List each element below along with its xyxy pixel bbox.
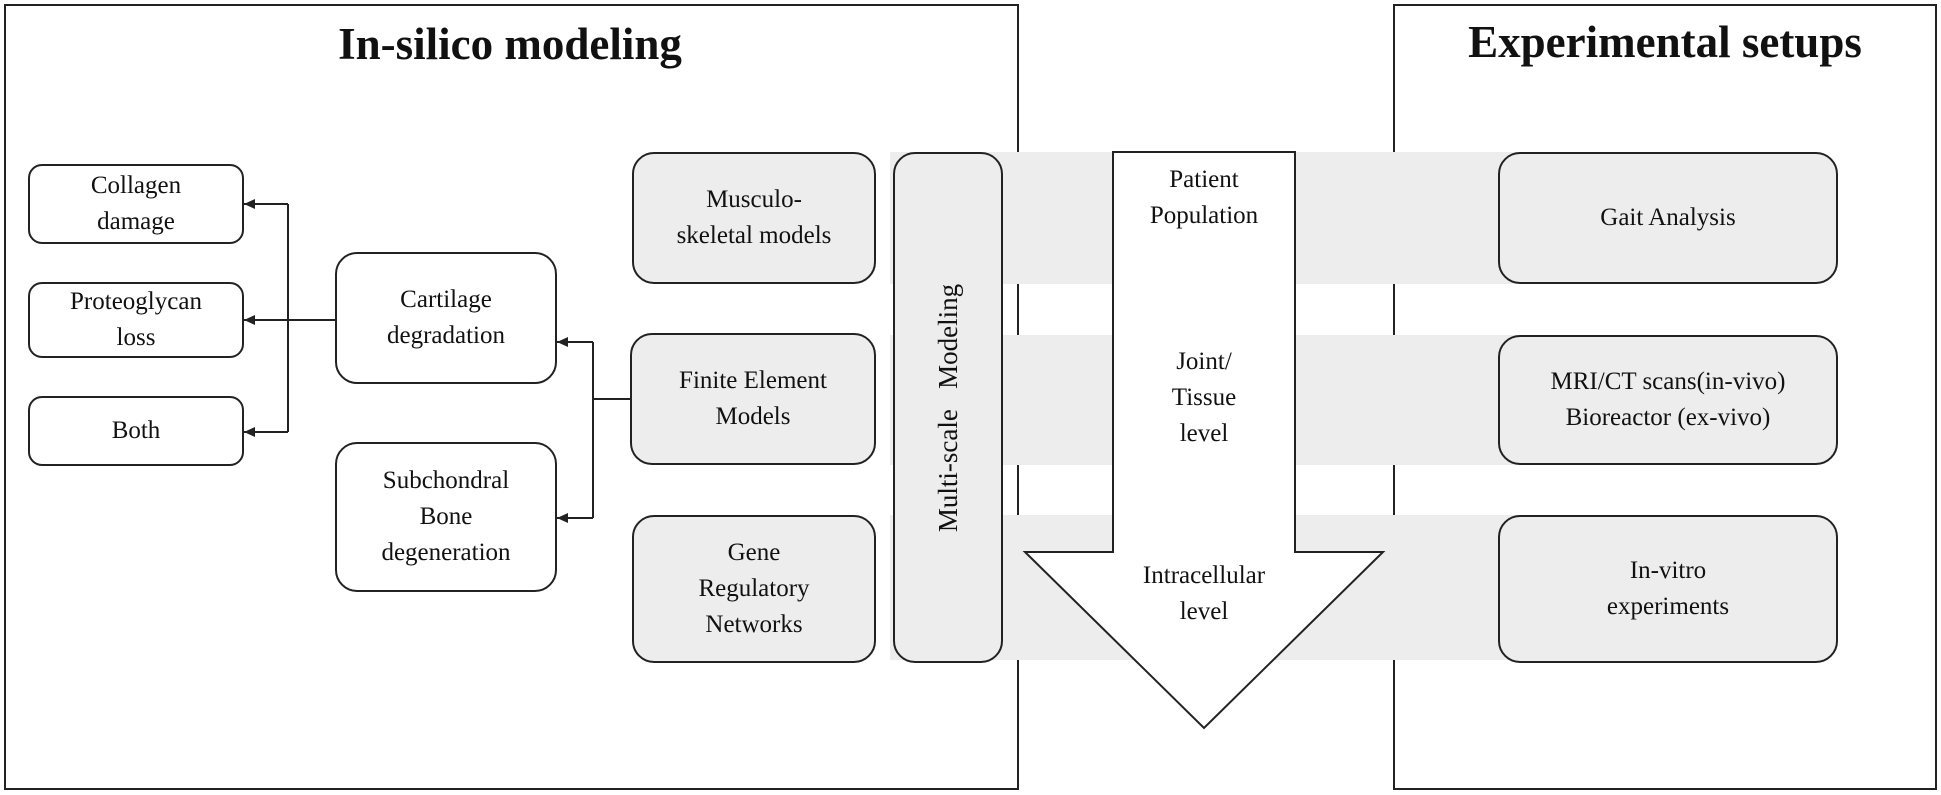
insilico-title: In-silico modeling: [338, 19, 682, 69]
in-vitro-experiments-label: In-vitro experiments: [1606, 557, 1730, 620]
gait-analysis-box: Gait Analysis: [1498, 152, 1838, 284]
outcome-proteoglycan-loss: Proteoglycan loss: [28, 282, 244, 358]
in-vitro-experiments-box: In-vitro experiments: [1498, 515, 1838, 663]
scale-down-arrow: [1022, 151, 1386, 730]
musculoskeletal-models-box: Musculo- skeletal models: [632, 152, 876, 284]
level-joint-tissue: Joint/ Tissue level: [1171, 348, 1237, 447]
gene-regulatory-networks-box: Gene Regulatory Networks: [632, 515, 876, 663]
outcome-collagen-damage: Collagen damage: [28, 164, 244, 244]
finite-element-models-box: Finite Element Models: [630, 333, 876, 465]
outcome-proteoglycan-label: Proteoglycan loss: [70, 288, 202, 351]
outcome-both: Both: [28, 396, 244, 466]
subchondral-bone-box: Subchondral Bone degeneration: [335, 442, 557, 592]
mri-ct-bioreactor-label: MRI/CT scans(in-vivo) Bioreactor (ex-viv…: [1550, 368, 1786, 431]
cartilage-degradation-label: Cartilage degradation: [386, 286, 505, 349]
experimental-title: Experimental setups: [1468, 17, 1862, 67]
mri-ct-bioreactor-box: MRI/CT scans(in-vivo) Bioreactor (ex-viv…: [1498, 335, 1838, 465]
subchondral-bone-label: Subchondral Bone degeneration: [381, 467, 511, 566]
multiscale-modeling-label: Multi-scale Modeling: [933, 283, 963, 533]
outcome-both-label: Both: [111, 417, 161, 444]
gait-analysis-label: Gait Analysis: [1600, 204, 1736, 231]
musculoskeletal-models-label: Musculo- skeletal models: [676, 186, 832, 249]
gene-regulatory-networks-label: Gene Regulatory Networks: [698, 539, 810, 638]
cartilage-degradation-box: Cartilage degradation: [335, 252, 557, 384]
level-intracellular: Intracellular level: [1142, 562, 1266, 625]
multiscale-modeling-box: [893, 152, 1003, 663]
outcome-collagen-label: Collagen damage: [90, 172, 182, 235]
finite-element-models-label: Finite Element Models: [679, 367, 827, 430]
level-patient-population: Patient Population: [1149, 166, 1259, 229]
